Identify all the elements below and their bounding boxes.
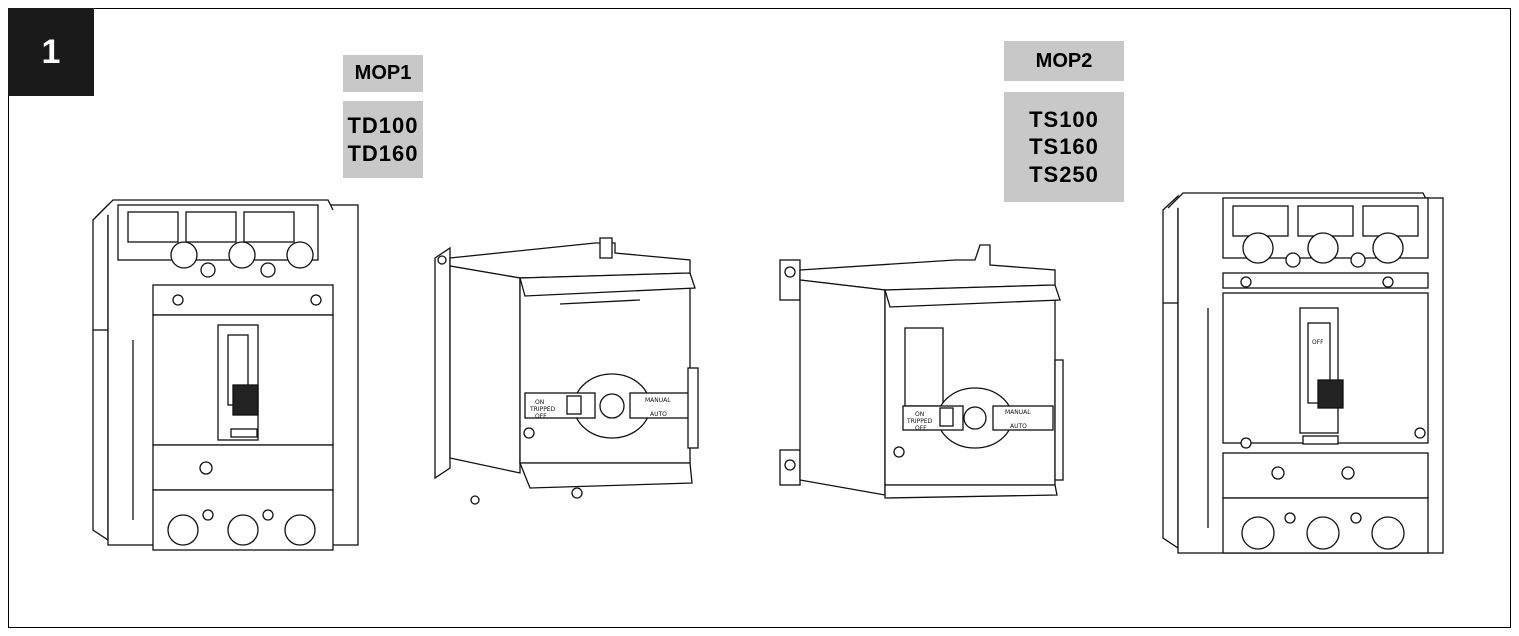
mop2-model-3: TS250 [1029, 161, 1099, 187]
mop1-models-label: TD100 TD160 [343, 101, 423, 178]
mop1-model-2: TD160 [347, 140, 419, 166]
mop2-model-1: TS100 [1029, 106, 1099, 132]
svg-text:OFF: OFF [535, 413, 547, 420]
svg-text:AUTO: AUTO [1010, 423, 1027, 430]
figure-frame [8, 8, 1511, 628]
step-number: 1 [41, 32, 61, 71]
td-circuit-breaker-illustration [92, 199, 359, 551]
step-number-badge: 1 [8, 8, 94, 96]
svg-text:OFF: OFF [915, 425, 927, 432]
svg-text:ON: ON [535, 399, 544, 406]
svg-text:TRIPPED: TRIPPED [906, 418, 933, 425]
svg-text:MANUAL: MANUAL [1005, 409, 1031, 416]
svg-text:ON: ON [915, 411, 924, 418]
svg-text:TRIPPED: TRIPPED [529, 406, 556, 413]
ts-circuit-breaker-illustration: OFF [1162, 192, 1444, 554]
mop2-models-label: TS100 TS160 TS250 [1004, 92, 1124, 202]
mop1-label: MOP1 [343, 55, 423, 92]
svg-text:AUTO: AUTO [650, 411, 667, 418]
svg-text:OFF: OFF [1312, 339, 1324, 346]
mop2-label: MOP2 [1004, 41, 1124, 81]
mop1-model-1: TD100 [347, 113, 419, 138]
svg-text:MANUAL: MANUAL [645, 397, 671, 404]
mop2-model-2: TS160 [1029, 134, 1099, 160]
